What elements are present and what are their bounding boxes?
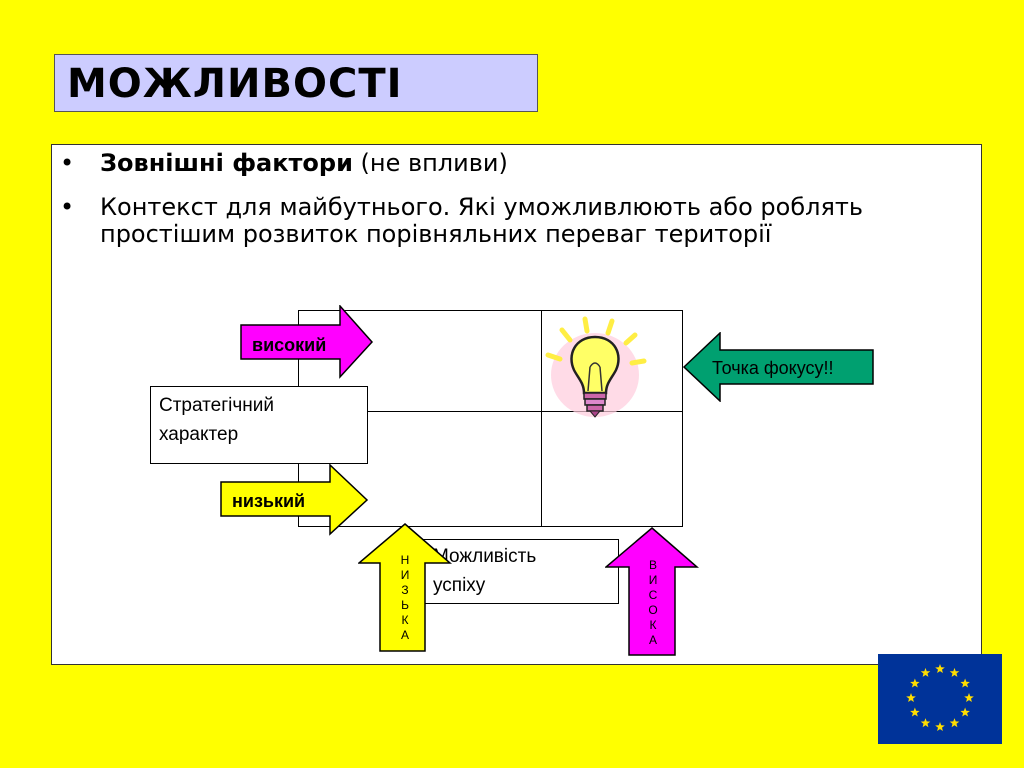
strategic-label-box: Стратегічний характер — [150, 386, 368, 464]
eu-star-icon — [949, 718, 960, 728]
high-arrow — [240, 305, 374, 379]
grid-vertical-divider — [541, 311, 542, 526]
bullet-dot: • — [60, 193, 75, 221]
low-letter: Ь — [401, 598, 409, 612]
title-box: МОЖЛИВОСТІ — [54, 54, 538, 112]
eu-star-icon — [910, 707, 920, 717]
eu-flag-icon — [878, 654, 1002, 744]
high-letter: А — [648, 633, 657, 647]
lightbulb-icon — [545, 316, 647, 418]
strategic-line1: Стратегічний — [159, 395, 274, 416]
low-letter: З — [401, 583, 409, 597]
high-letter: К — [649, 618, 657, 632]
high-label: високий — [252, 335, 327, 355]
high-vertical-text: В И С О К А — [646, 558, 660, 648]
low-letter: К — [401, 613, 409, 627]
eu-star-icon — [935, 722, 945, 731]
high-letter: С — [648, 588, 658, 602]
eu-star-icon — [920, 667, 931, 677]
low-letter: Н — [400, 553, 410, 567]
bullet-2-line1: Контекст для майбутнього. Які уможливлюю… — [100, 193, 864, 221]
low-letter: А — [400, 628, 409, 642]
grid-horizontal-divider — [299, 411, 682, 412]
page-title: МОЖЛИВОСТІ — [67, 61, 403, 107]
low-arrow — [220, 464, 369, 536]
eu-star-icon — [920, 718, 931, 728]
eu-stars — [906, 664, 974, 731]
focus-label: Точка фокусу!! — [712, 358, 834, 378]
high-letter: О — [648, 603, 658, 617]
eu-star-icon — [964, 693, 974, 702]
low-vertical-text: Н И З Ь К А — [398, 553, 412, 643]
eu-star-icon — [906, 693, 916, 702]
eu-star-icon — [910, 678, 920, 688]
success-line2: успіху — [433, 575, 486, 596]
eu-star-icon — [960, 678, 970, 688]
high-letter: И — [648, 573, 658, 587]
bullet-1: • Зовнішні фактори (не впливи) — [60, 149, 508, 177]
low-label: низький — [232, 491, 306, 511]
success-label-box: Можливість успіху — [420, 539, 619, 604]
eu-star-icon — [960, 707, 970, 717]
eu-star-icon — [949, 667, 960, 677]
bullet-2: • Контекст для майбутнього. Які уможливл… — [60, 193, 864, 248]
success-line1: Можливість — [433, 546, 537, 567]
bullet-dot: • — [60, 149, 75, 177]
strategic-line2: характер — [159, 424, 239, 445]
focus-arrow — [683, 332, 874, 402]
low-up-arrow — [358, 523, 452, 652]
high-up-arrow — [605, 527, 699, 656]
high-letter: В — [648, 558, 657, 572]
eu-star-icon — [935, 664, 945, 673]
bullet-1-rest: (не впливи) — [352, 149, 508, 177]
bullet-1-bold: Зовнішні фактори — [100, 149, 353, 177]
low-letter: И — [400, 568, 410, 582]
bullet-2-line2: простішим розвиток порівняльних переваг … — [100, 220, 772, 248]
